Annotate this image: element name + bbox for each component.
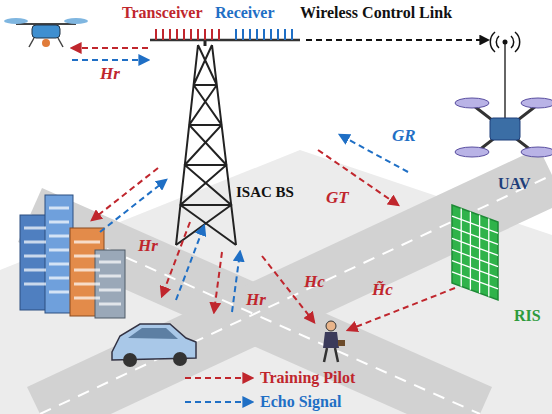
building-windows xyxy=(24,208,121,304)
transceiver-antennas xyxy=(156,29,219,40)
person-body xyxy=(323,332,339,348)
echo-arrow xyxy=(100,180,166,232)
channel-label: GR xyxy=(392,126,416,146)
legend-sample xyxy=(185,377,252,379)
ris-label: RIS xyxy=(514,306,541,325)
uav-rotor xyxy=(521,147,552,157)
drone-target xyxy=(4,18,88,47)
lane-line xyxy=(40,175,552,414)
car-wheel xyxy=(173,352,187,366)
link-label: Wireless Control Link xyxy=(300,3,452,22)
uav xyxy=(455,98,552,157)
antenna-dot xyxy=(503,40,508,45)
array-label: Receiver xyxy=(215,3,275,22)
drone-camera xyxy=(42,39,50,47)
array-label: Transceiver xyxy=(122,3,203,22)
drone-rotor xyxy=(64,18,88,24)
antenna-waves xyxy=(490,32,519,52)
antenna-icon xyxy=(490,32,519,118)
legend-text: Training Pilot xyxy=(260,368,355,387)
pilot-arrow xyxy=(72,47,148,49)
person-bag xyxy=(338,340,345,346)
ris-grid xyxy=(452,208,498,296)
bs-tower xyxy=(176,40,236,245)
car-window xyxy=(128,328,178,339)
pilot-arrow xyxy=(348,288,455,330)
person-head xyxy=(326,321,336,331)
channel-label: Hr xyxy=(138,236,158,256)
person-legs xyxy=(324,348,338,362)
receiver-antennas xyxy=(236,29,292,40)
drone-body xyxy=(32,25,60,38)
channel-label: GT xyxy=(326,188,349,208)
uav-arms xyxy=(474,106,536,154)
control-link-arrow xyxy=(306,39,488,41)
bs-label: ISAC BS xyxy=(236,183,294,201)
buildings xyxy=(20,195,125,318)
ris-surface xyxy=(452,205,498,300)
person xyxy=(323,321,345,362)
building xyxy=(45,195,73,313)
drone-rotor xyxy=(4,18,28,24)
pilot-arrow xyxy=(162,222,190,296)
uav-label: UAV xyxy=(498,174,531,193)
channel-label: Hr xyxy=(246,290,266,310)
legend-text: Echo Signal xyxy=(260,392,341,411)
uav-body xyxy=(490,118,520,140)
drone-legs xyxy=(29,38,63,47)
echo-arrow xyxy=(232,252,240,312)
echo-arrow xyxy=(176,226,204,300)
ris-panel xyxy=(452,205,498,300)
legend-sample xyxy=(185,401,252,403)
channel-label: Hr xyxy=(100,64,120,84)
uav-rotor xyxy=(455,98,489,108)
channel-label: Hc xyxy=(304,272,325,292)
road xyxy=(27,148,552,414)
echo-arrow xyxy=(72,59,148,61)
pilot-arrow xyxy=(214,252,222,312)
car xyxy=(112,324,196,367)
tower-lattice xyxy=(176,45,236,245)
uav-rotor xyxy=(521,98,552,108)
antenna-wire xyxy=(504,44,506,118)
uav-rotor xyxy=(455,147,489,157)
channel-label: H̃c xyxy=(372,280,393,300)
car-wheel xyxy=(123,353,137,367)
